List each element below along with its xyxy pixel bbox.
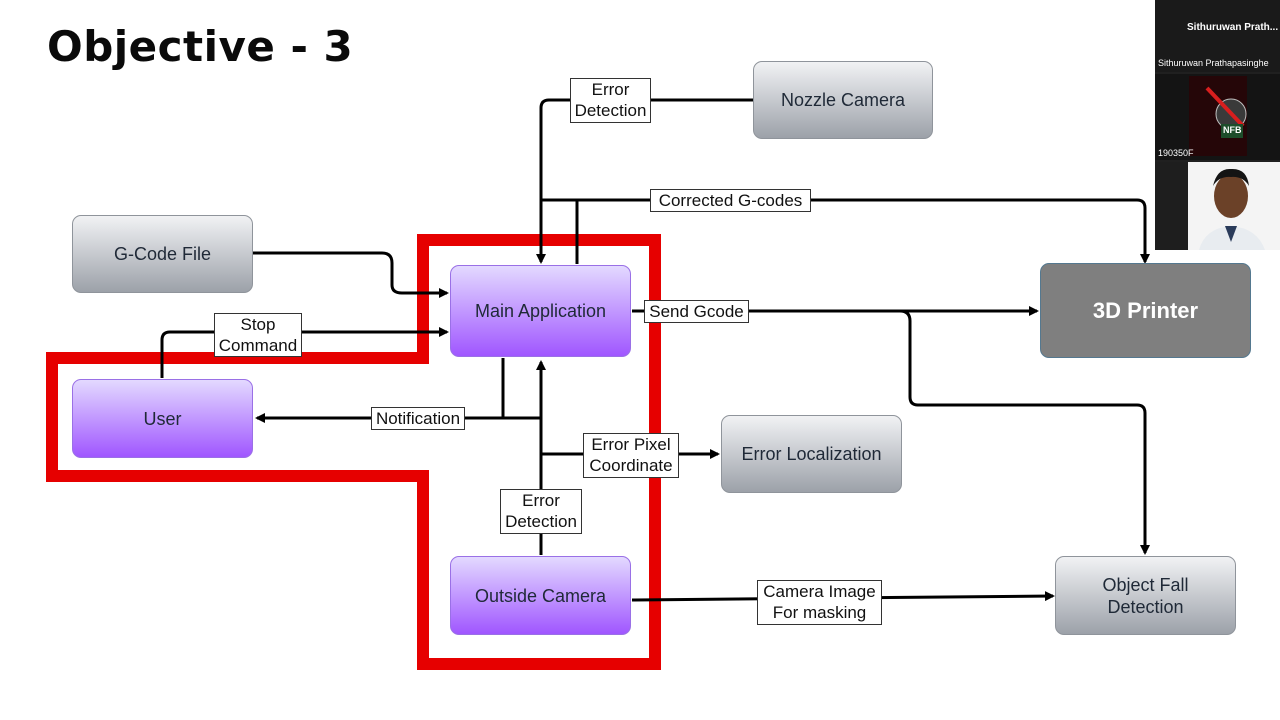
participant-1-title: Sithuruwan Prath... [1187,22,1279,33]
participant-tile-3[interactable] [1155,162,1280,250]
participant-2-name: 190350F [1158,148,1194,158]
edge-stop-command [160,327,449,378]
edge-gcode-to-main [253,251,449,298]
edge-to-fall-detection [899,309,1150,555]
label-corrected-gcodes: Corrected G-codes [650,189,811,212]
nozzle-camera-node: Nozzle Camera [753,61,933,139]
participant-tile-1[interactable]: Sithuruwan Prath... Sithuruwan Prathapas… [1155,0,1280,72]
label-error-pixel-coordinate: Error Pixel Coordinate [583,433,679,478]
gcode-file-node: G-Code File [72,215,253,293]
connectors [160,98,1150,602]
edge-nozzle-to-main [536,98,753,264]
error-localization-node: Error Localization [721,415,902,493]
label-stop-command: Stop Command [214,313,302,357]
slide-title: Objective - 3 [47,22,354,71]
label-notification: Notification [371,407,465,430]
outside-camera-node: Outside Camera [450,556,631,635]
label-error-detection-top: Error Detection [570,78,651,123]
highlight-outline [46,234,661,670]
participant-tile-2[interactable]: NFB 190350F [1155,74,1280,160]
participant-panel: Sithuruwan Prath... Sithuruwan Prathapas… [1155,0,1280,250]
participant-2-logo-text: NFB [1223,125,1242,135]
printer-node: 3D Printer [1040,263,1251,358]
edge-corrected-gcodes [575,198,1150,264]
participant-2-avatar-logo [1189,76,1247,156]
object-fall-detection-node: Object Fall Detection [1055,556,1236,635]
label-camera-image: Camera Image For masking [757,580,882,625]
label-send-gcode: Send Gcode [644,300,749,323]
user-node: User [72,379,253,458]
participant-3-photo [1155,162,1280,250]
participant-1-name: Sithuruwan Prathapasinghe [1158,58,1269,68]
main-application-node: Main Application [450,265,631,357]
label-error-detection-bottom: Error Detection [500,489,582,534]
